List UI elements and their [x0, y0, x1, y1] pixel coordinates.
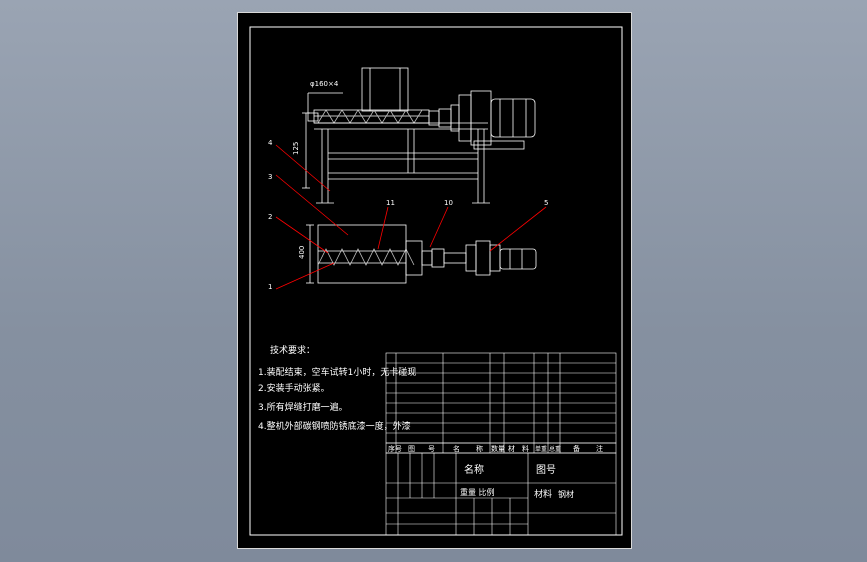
parts-list: [385, 352, 617, 453]
hdr-name: 名: [453, 444, 460, 453]
callout-1: 1: [268, 283, 272, 291]
inner-frame: [249, 26, 623, 536]
dim-diameter: φ160×4: [310, 80, 339, 88]
hdr-no: 号: [428, 445, 435, 453]
cad-drawing: φ160×4 125 400: [249, 26, 623, 536]
note-line-2: 2.安装手动张紧。: [258, 382, 330, 394]
front-view: [302, 67, 536, 204]
note-line-4: 4.整机外部碳钢喷防锈底漆一度，外漆: [258, 420, 411, 432]
title-material-label: 材料: [534, 488, 552, 500]
hdr-seq: 序号: [388, 444, 402, 453]
title-material-value: 钢材: [558, 489, 574, 499]
top-view: [306, 224, 537, 284]
callout-11: 11: [386, 199, 395, 207]
callout-5: 5: [544, 199, 548, 207]
callout-leaders: [275, 144, 547, 290]
title-block: [385, 452, 617, 536]
hdr-remark-b: 注: [596, 444, 603, 453]
hdr-total-weight: 总重: [549, 445, 561, 453]
note-line-3: 3.所有焊缝打磨一遍。: [258, 401, 348, 413]
hdr-qty: 数量: [491, 444, 505, 453]
hdr-drawing: 图: [408, 445, 415, 453]
callout-4: 4: [268, 139, 273, 147]
callout-3: 3: [268, 173, 272, 181]
hdr-unit-weight: 单重: [535, 445, 547, 453]
header-labels: 序号 图 号 名 称 数量 材 料 单重 总重 备 注: [388, 444, 603, 453]
callout-10: 10: [444, 199, 453, 207]
hdr-material-a: 材: [508, 444, 515, 453]
note-line-1: 1.装配结束，空车试转1小时，无卡碰现: [258, 366, 416, 378]
drawing-sheet: φ160×4 125 400: [237, 12, 632, 549]
hdr-title: 称: [476, 444, 483, 453]
hdr-material-b: 料: [522, 444, 529, 453]
notes-heading: 技术要求：: [270, 344, 315, 356]
title-name-label: 名称: [464, 463, 484, 476]
dim-height: 125: [292, 142, 300, 155]
title-unit-label: 重量 比例: [460, 487, 495, 497]
title-drawing-no-label: 图号: [536, 464, 556, 476]
hdr-remark-a: 备: [573, 444, 580, 453]
dim-width: 400: [298, 246, 306, 259]
callout-2: 2: [268, 213, 272, 221]
